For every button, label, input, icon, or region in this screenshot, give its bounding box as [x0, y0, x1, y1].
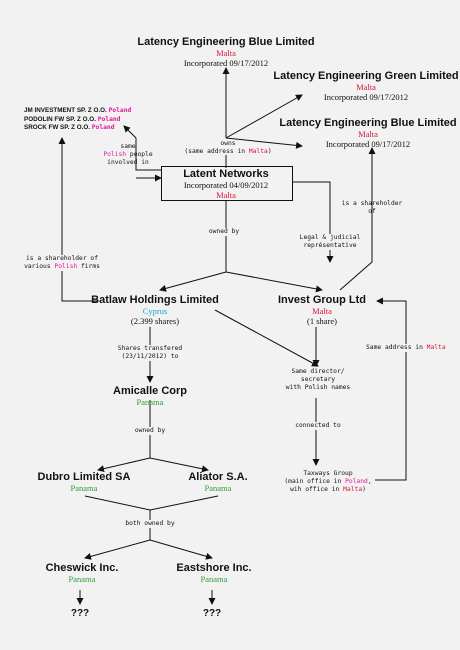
- arrow-batlaw-director: [214, 309, 319, 367]
- owns-label: owns (same address in Malta): [184, 140, 272, 155]
- arrow-owned-aliator: [149, 457, 209, 473]
- arrow-cheswick: [84, 539, 151, 560]
- aliator-node: Aliator S.A. Panama: [188, 471, 247, 493]
- latency-blue-top-name: Latency Engineering Blue Limited: [137, 36, 315, 48]
- taxways-node: Taxways Group (main office in Poland, wi…: [284, 470, 372, 493]
- cheswick-node: Cheswick Inc. Panama: [46, 562, 119, 584]
- eastshore-country: Panama: [200, 574, 228, 584]
- arrow-same-address: [375, 297, 407, 481]
- owned-by-label-top: owned by: [208, 228, 240, 236]
- latency-blue-top-incorporated: Incorporated 09/17/2012: [183, 58, 269, 68]
- latency-green-incorporated: Incorporated 09/17/2012: [323, 92, 409, 102]
- latency-blue-top-node: Latency Engineering Blue Limited Malta I…: [137, 36, 314, 68]
- polish-firm-item: SROCK FW SP. Z O.O. Poland: [24, 124, 115, 131]
- latent-networks-node: Latent Networks Incorporated 04/09/2012 …: [183, 168, 269, 200]
- arrow-eastshore: [149, 539, 213, 560]
- cheswick-name: Cheswick Inc.: [45, 562, 119, 574]
- invest-group-country: Malta: [312, 306, 332, 316]
- arrow-shareholder-of: [339, 147, 376, 291]
- connected-to-label: connected to: [295, 422, 341, 430]
- same-address-label: Same address in Malta: [366, 344, 446, 352]
- line-polish-note: [135, 138, 161, 171]
- eastshore-unknown: ???: [202, 608, 222, 619]
- polish-firm-item: PODOLIN FW SP. Z O.O. Poland: [24, 115, 121, 123]
- arrow-owns-blue-2: [225, 137, 303, 149]
- batlaw-shares: (2.399 shares): [130, 316, 180, 326]
- owned-by-label-amicalle: owned by: [134, 427, 166, 435]
- cheswick-unknown: ???: [70, 608, 90, 619]
- dubro-country: Panama: [70, 483, 98, 493]
- latent-networks-country: Malta: [216, 190, 236, 200]
- line-dubro-down: [84, 495, 151, 511]
- both-owned-by-label: both owned by: [125, 520, 175, 528]
- shareholder-of-label: is a shareholder of: [341, 200, 403, 215]
- eastshore-node: Eastshore Inc. Panama: [176, 562, 251, 584]
- cheswick-country: Panama: [68, 574, 96, 584]
- batlaw-node: Batlaw Holdings Limited Cyprus (2.399 sh…: [91, 294, 219, 326]
- arrow-legal-rep: [292, 181, 334, 263]
- arrow-owned-dubro: [97, 457, 151, 473]
- invest-group-node: Invest Group Ltd Malta (1 share): [278, 294, 366, 326]
- latency-blue-top-country: Malta: [216, 48, 236, 58]
- latency-green-node: Latency Engineering Green Limited Malta …: [273, 70, 458, 102]
- arrow-polish-firms: [123, 125, 137, 139]
- arrow-owned-by-invest: [225, 271, 323, 293]
- same-director-label: Same director/ secretary with Polish nam…: [285, 368, 351, 391]
- latent-networks-box: [161, 166, 293, 201]
- amicalle-node: Amicalle Corp Panama: [113, 385, 187, 407]
- latency-green-country: Malta: [356, 82, 376, 92]
- latency-blue-right-name: Latency Engineering Blue Limited: [279, 117, 457, 129]
- shares-transfered-label: Shares transfered (23/11/2012) to: [117, 345, 183, 361]
- latency-blue-right-country: Malta: [358, 129, 378, 139]
- polish-firm-item: JM INVESTMENT SP. Z O.O. Poland: [24, 107, 132, 114]
- legal-rep-label: Legal & judicial représentative: [299, 234, 361, 250]
- polish-firms-list: JM INVESTMENT SP. Z O.O. Poland PODOLIN …: [24, 107, 131, 133]
- aliator-name: Aliator S.A.: [188, 471, 248, 483]
- arrow-owns-green: [225, 94, 303, 139]
- batlaw-name: Batlaw Holdings Limited: [91, 294, 219, 306]
- invest-group-name: Invest Group Ltd: [278, 294, 366, 306]
- batlaw-country: Cyprus: [142, 306, 168, 316]
- latency-green-name: Latency Engineering Green Limited: [273, 70, 459, 82]
- latency-blue-right-incorporated: Incorporated 09/17/2012: [325, 139, 411, 149]
- latent-networks-name: Latent Networks: [183, 168, 269, 180]
- aliator-country: Panama: [204, 483, 232, 493]
- amicalle-name: Amicalle Corp: [113, 385, 187, 397]
- amicalle-country: Panama: [136, 397, 164, 407]
- dubro-node: Dubro Limited SA Panama: [38, 471, 131, 493]
- arrow-various-polish: [58, 137, 98, 302]
- latent-networks-incorporated: Incorporated 04/09/2012: [183, 180, 269, 190]
- eastshore-name: Eastshore Inc.: [176, 562, 252, 574]
- line-aliator-down: [149, 495, 219, 511]
- invest-group-shares: (1 share): [307, 316, 337, 326]
- latency-blue-right-node: Latency Engineering Blue Limited Malta I…: [279, 117, 456, 149]
- arrow-owned-by-batlaw: [159, 271, 227, 292]
- various-polish-label: is a shareholder of various Polish firms: [24, 255, 100, 271]
- dubro-name: Dubro Limited SA: [37, 471, 131, 483]
- same-polish-people-label: same Polish people involved in: [103, 143, 153, 166]
